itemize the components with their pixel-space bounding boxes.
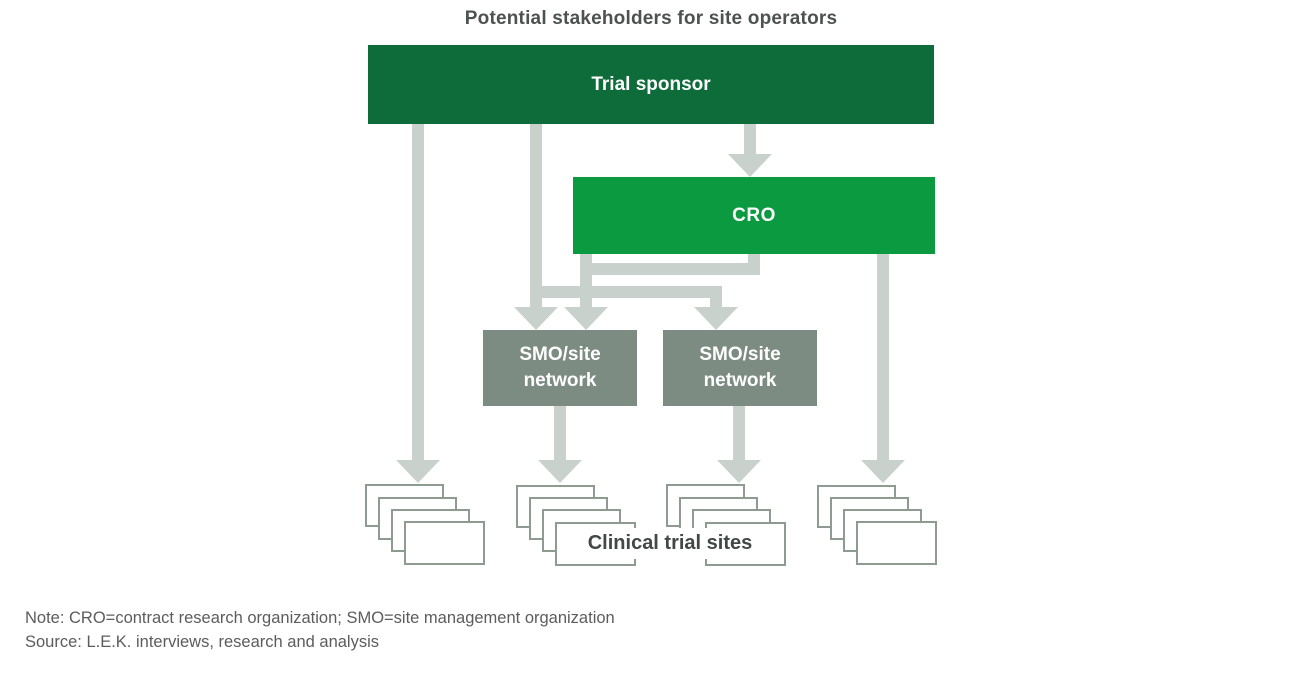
node-smo-network-2: SMO/site network bbox=[663, 330, 817, 406]
note-line: Note: CRO=contract research organization… bbox=[25, 609, 615, 627]
arrowhead-into-smo2 bbox=[694, 307, 738, 330]
source-line: Source: L.E.K. interviews, research and … bbox=[25, 633, 380, 651]
footer-notes: Note: CRO=contract research organization… bbox=[25, 606, 615, 654]
arrowhead-into-sites4 bbox=[861, 460, 905, 483]
node-cro: CRO bbox=[573, 177, 935, 254]
connector-sponsor-to-sites1 bbox=[412, 124, 424, 460]
connector-cro-elbow-horizontal bbox=[586, 263, 760, 275]
arrowhead-into-sites3 bbox=[717, 460, 761, 483]
arrowhead-into-smo1-right bbox=[564, 307, 608, 330]
arrowhead-into-smo1-left bbox=[514, 307, 558, 330]
connector-smo2-to-sites3 bbox=[733, 406, 745, 460]
connector-bus-horizontal bbox=[530, 286, 722, 298]
arrowhead-into-sites2 bbox=[538, 460, 582, 483]
clinical-trial-sites-label: Clinical trial sites bbox=[570, 528, 770, 559]
connector-smo1-to-sites2 bbox=[554, 406, 566, 460]
connector-sponsor-to-smo1 bbox=[530, 124, 542, 308]
site-card bbox=[856, 521, 937, 565]
node-smo-network-1: SMO/site network bbox=[483, 330, 637, 406]
clinical-trial-sites-text: Clinical trial sites bbox=[587, 532, 753, 554]
node-cro-label: CRO bbox=[732, 204, 776, 226]
site-card bbox=[404, 521, 485, 565]
node-trial-sponsor: Trial sponsor bbox=[368, 45, 934, 124]
connector-sponsor-to-cro bbox=[744, 124, 756, 155]
node-smo-network-1-label: SMO/site network bbox=[519, 344, 601, 391]
connector-cro-to-sites4 bbox=[877, 254, 889, 460]
arrowhead-into-cro bbox=[728, 154, 772, 177]
node-smo-network-2-label: SMO/site network bbox=[699, 344, 781, 391]
node-trial-sponsor-label: Trial sponsor bbox=[591, 73, 711, 95]
connector-bus-to-smo2 bbox=[710, 296, 722, 308]
diagram-title: Potential stakeholders for site operator… bbox=[464, 8, 838, 29]
arrowhead-into-sites1 bbox=[396, 460, 440, 483]
